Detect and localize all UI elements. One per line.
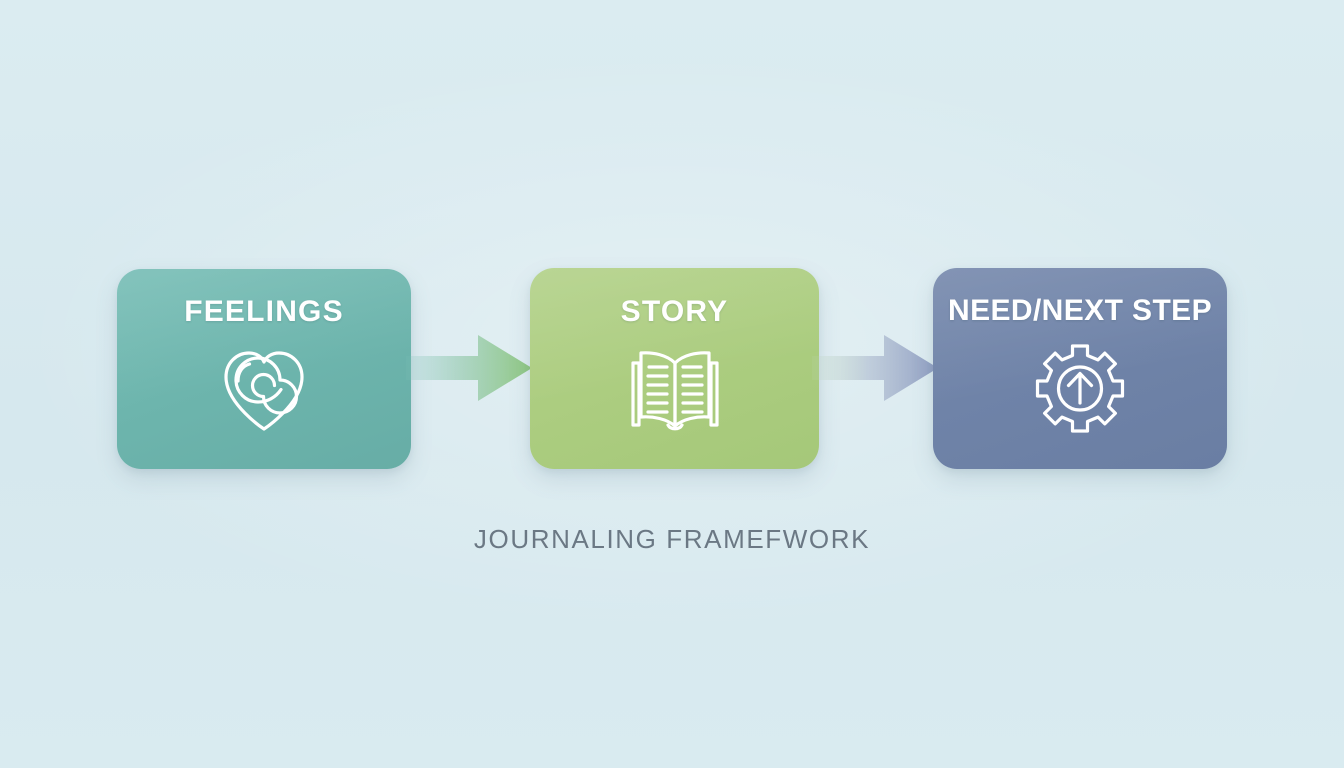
step-card-title: STORY xyxy=(620,295,729,328)
open-book-icon xyxy=(630,351,719,431)
step-card-story[interactable]: STORY xyxy=(530,268,819,469)
step-card-title: FEELINGS xyxy=(184,295,344,328)
heart-spiral-icon xyxy=(224,351,304,431)
gear-up-arrow-icon xyxy=(1035,344,1125,433)
diagram-caption: JOURNALING FRAMEFWORK xyxy=(473,524,871,554)
arrow-right-icon xyxy=(812,335,938,401)
arrow-right-icon xyxy=(406,335,532,401)
step-card-feelings[interactable]: FEELINGS xyxy=(117,269,411,469)
step-card-title: NEED/NEXT STEP xyxy=(948,294,1212,327)
step-card-need-next-step[interactable]: NEED/NEXT STEP xyxy=(933,268,1227,469)
